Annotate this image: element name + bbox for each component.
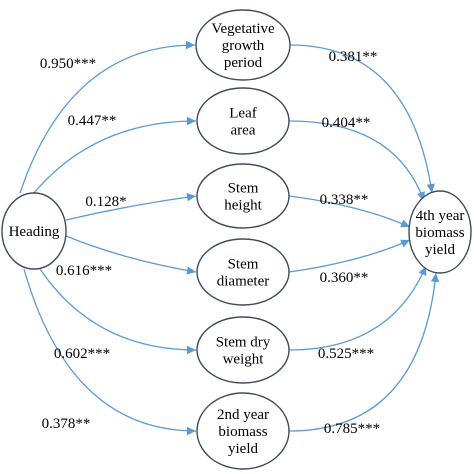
node-stem-height-ellipse — [196, 163, 290, 229]
edge-heading-to-stem-height — [65, 193, 197, 221]
coef-2nd-year-biomass-yield-to-4th-year-biomass-yield: 0.785*** — [324, 421, 380, 437]
node-vegetative-growth-period-line-1: Vegetative — [211, 21, 275, 37]
coef-heading-to-leaf-area: 0.447** — [68, 113, 117, 129]
node-2nd-year-biomass-yield-line-1: 2nd year — [217, 407, 269, 423]
node-stem-diameter-ellipse — [196, 238, 290, 306]
node-leaf-area-line-2: area — [231, 123, 256, 139]
node-stem-dry-weight-line-1: Stem dry — [216, 335, 271, 351]
node-2nd-year-biomass-yield-line-3: yield — [228, 441, 258, 457]
node-4th-year-biomass-yield-line-1: 4th year — [416, 208, 465, 224]
node-stem-height-line-1: Stem — [228, 181, 259, 197]
node-heading: Heading — [1, 192, 67, 270]
node-stem-height-line-2: height — [224, 198, 262, 214]
edges-layer — [19, 40, 440, 436]
coef-heading-to-2nd-year-biomass-yield: 0.378** — [42, 416, 91, 432]
node-stem-dry-weight-line-2: weight — [223, 352, 265, 368]
node-4th-year-biomass-yield-line-3: yield — [425, 242, 455, 258]
node-heading-ellipse — [1, 192, 67, 270]
edge-stem-diameter-to-4th-year-biomass-yield — [288, 239, 411, 273]
edge-leaf-area-to-4th-year-biomass-yield — [288, 120, 425, 202]
edge-heading-to-2nd-year-biomass-yield — [23, 268, 197, 436]
edge-stem-height-to-4th-year-biomass-yield — [288, 195, 411, 228]
coef-heading-to-stem-dry-weight: 0.602*** — [54, 346, 110, 362]
node-stem-diameter-line-2: diameter — [217, 274, 269, 290]
coef-stem-height-to-4th-year-biomass-yield: 0.338** — [320, 192, 369, 208]
coef-vegetative-growth-period-to-4th-year-biomass-yield: 0.381** — [329, 49, 378, 65]
node-vegetative-growth-period-line-3: period — [224, 55, 263, 71]
edge-2nd-year-biomass-yield-to-4th-year-biomass-yield — [288, 272, 440, 432]
node-4th-year-biomass-yield-ellipse — [408, 190, 472, 274]
edge-heading-to-leaf-area — [33, 116, 197, 194]
coef-leaf-area-to-4th-year-biomass-yield: 0.404** — [322, 115, 371, 131]
edge-vegetative-growth-period-to-4th-year-biomass-yield — [289, 44, 435, 194]
coef-stem-diameter-to-4th-year-biomass-yield: 0.360** — [320, 270, 369, 286]
coef-stem-dry-weight-to-4th-year-biomass-yield: 0.525*** — [318, 346, 374, 362]
node-heading-label: Heading — [9, 224, 60, 240]
edge-heading-to-vegetative-growth-period — [19, 40, 196, 194]
coef-heading-to-stem-height: 0.128* — [85, 194, 126, 210]
node-leaf-area-line-1: Leaf — [229, 106, 256, 122]
node-stem-diameter-line-1: Stem — [228, 257, 259, 273]
coef-heading-to-stem-diameter: 0.616*** — [56, 263, 112, 279]
edge-heading-to-stem-diameter — [65, 235, 197, 275]
coef-heading-to-vegetative-growth-period: 0.950*** — [40, 56, 96, 72]
labels-layer: 0.950*** 0.381** 0.447** 0.404** 0.128* 0.338… — [40, 49, 380, 437]
node-4th-year-biomass-yield-line-2: biomass — [415, 225, 464, 241]
node-2nd-year-biomass-yield-ellipse — [196, 392, 290, 470]
node-leaf-area-ellipse — [196, 87, 290, 155]
node-vegetative-growth-period-ellipse — [195, 9, 291, 81]
node-stem-dry-weight-ellipse — [196, 316, 290, 384]
edge-heading-to-stem-dry-weight — [39, 268, 197, 355]
node-2nd-year-biomass-yield-line-2: biomass — [218, 424, 267, 440]
edge-stem-dry-weight-to-4th-year-biomass-yield — [288, 265, 427, 351]
node-vegetative-growth-period-line-2: growth — [222, 38, 265, 54]
